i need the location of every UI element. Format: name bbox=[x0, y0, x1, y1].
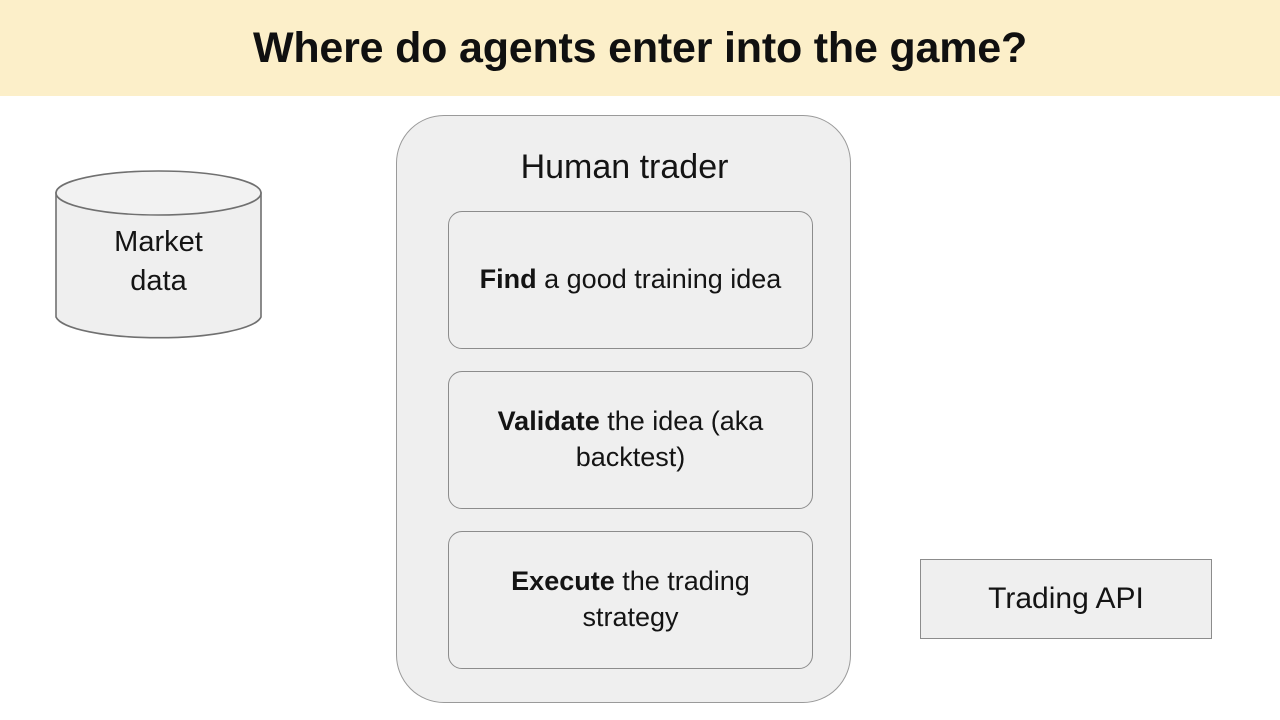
step-card-validate[interactable]: Validate the idea (aka backtest) bbox=[448, 371, 813, 509]
step-card-validate-lead: Validate bbox=[497, 406, 600, 437]
step-card-find-rest: a good training idea bbox=[536, 264, 782, 295]
step-card-execute-text: Execute the trading strategy bbox=[463, 564, 798, 636]
market-data-cylinder: Market data bbox=[55, 170, 262, 340]
trading-api-label: Trading API bbox=[988, 582, 1144, 615]
human-trader-title: Human trader bbox=[520, 148, 729, 186]
title-banner bbox=[0, 0, 1280, 96]
step-card-validate-text: Validate the idea (aka backtest) bbox=[463, 404, 798, 476]
step-card-find[interactable]: Find a good training idea bbox=[448, 211, 813, 349]
market-data-label-line1: Market bbox=[114, 225, 203, 258]
step-card-execute-rest: the trading strategy bbox=[582, 566, 750, 632]
step-card-execute[interactable]: Execute the trading strategy bbox=[448, 531, 813, 669]
step-card-validate-rest: the idea (aka backtest) bbox=[575, 406, 764, 472]
human-trader-container: Human trader Find a good training idea V… bbox=[396, 115, 851, 703]
trading-api-box[interactable]: Trading API bbox=[920, 559, 1212, 639]
step-card-find-text: Find a good training idea bbox=[480, 262, 782, 298]
market-data-label-line2: data bbox=[130, 265, 187, 297]
step-card-find-lead: Find bbox=[479, 264, 537, 295]
step-card-execute-lead: Execute bbox=[511, 566, 615, 597]
market-data-label: Market data bbox=[55, 170, 262, 340]
cylinder-database-icon bbox=[55, 170, 262, 339]
page-title: Where do agents enter into the game? bbox=[252, 23, 1028, 72]
